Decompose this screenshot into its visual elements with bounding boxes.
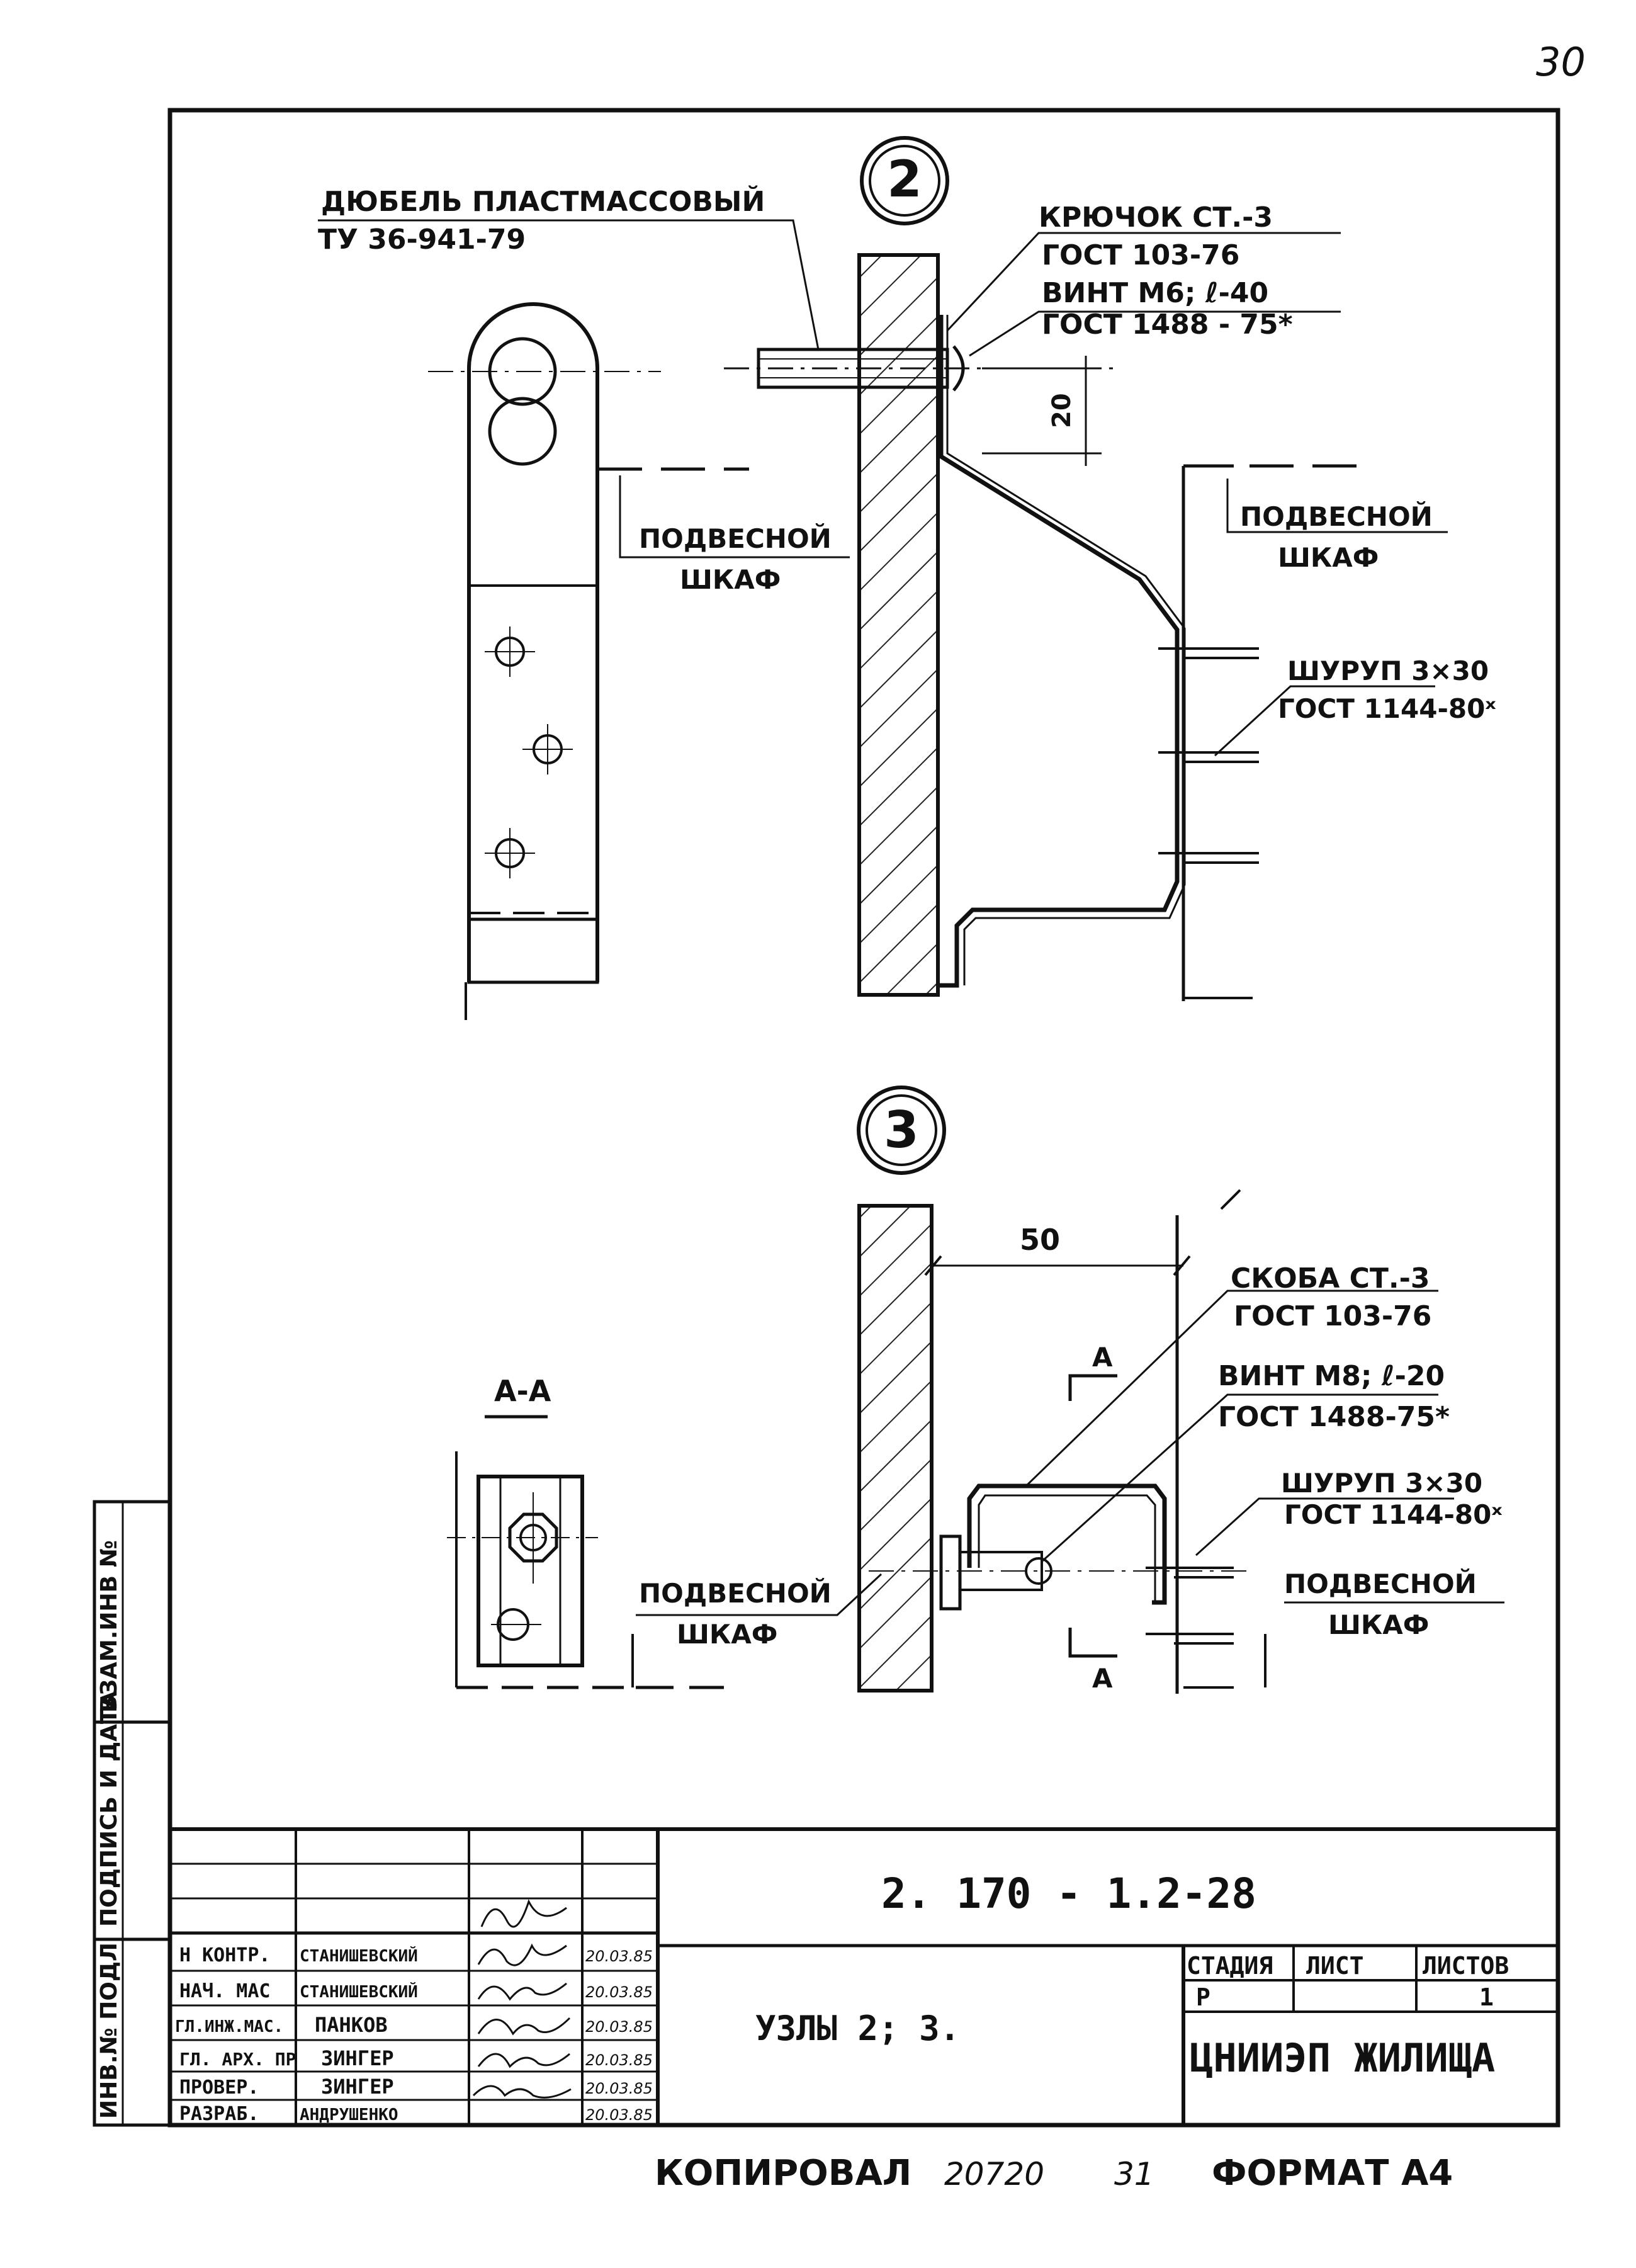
node-3-bracket-std: ГОСТ 103-76 <box>1234 1300 1431 1332</box>
node-2-wood-screw-name: ШУРУП 3×30 <box>1287 655 1489 686</box>
tb-role-6: РАЗРАБ. <box>179 2103 259 2125</box>
tb-date-2: 20.03.85 <box>585 1983 653 2001</box>
node-3-dim-50: 50 <box>1020 1223 1060 1257</box>
node-3-cabinet-left-1: ПОДВЕСНОЙ <box>639 1577 832 1609</box>
node-3-cut-mark-top: А <box>1092 1342 1113 1373</box>
node-2-wall <box>857 253 940 997</box>
footer-format: ФОРМАТ А4 <box>1212 2153 1453 2194</box>
tb-stage-value: Р <box>1196 1983 1210 2011</box>
tb-stage-header: СТАДИЯ <box>1187 1952 1273 1980</box>
sheet-footer: КОПИРОВАЛ 20720 31 ФОРМАТ А4 <box>655 2153 1453 2194</box>
node-3-wood-screw-name: ШУРУП 3×30 <box>1281 1468 1482 1499</box>
node-3-cabinet-left-2: ШКАФ <box>677 1619 777 1650</box>
node-2-screw-name: ВИНТ М6; ℓ-40 <box>1042 277 1268 309</box>
node-3-bracket-name: СКОБА СТ.-3 <box>1231 1262 1430 1295</box>
node-2-screw-std: ГОСТ 1488 - 75* <box>1042 309 1293 341</box>
tb-sheets-header: ЛИСТОВ <box>1423 1952 1509 1980</box>
node-2-dowel-std: ТУ 36-941-79 <box>318 224 526 256</box>
tb-organization: ЦНИИЭП ЖИЛИЩА <box>1190 2035 1495 2081</box>
side-inv-podl: ИНВ.№ ПОДЛ <box>96 1942 122 2119</box>
tb-sheet-header: ЛИСТ <box>1306 1952 1364 1980</box>
node-2-cabinet-right <box>1182 464 1234 1001</box>
node-3-bracket <box>967 1483 1167 1605</box>
node-2-wood-screw-std: ГОСТ 1144-80ˣ <box>1278 693 1496 724</box>
tb-role-1: Н КОНТР. <box>179 1944 271 1966</box>
node-2-cabinet-left-1: ПОДВЕСНОЙ <box>639 523 832 554</box>
tb-role-4: ГЛ. АРХ. ПР <box>179 2049 296 2070</box>
node-2-cabinet-left-2: ШКАФ <box>680 564 781 595</box>
tb-role-3: ГЛ.ИНЖ.МАС. <box>175 2017 283 2036</box>
tb-date-1: 20.03.85 <box>585 1948 653 1965</box>
node-3: 3 50 А А <box>447 1086 1504 1694</box>
node-3-wall <box>857 1204 934 1692</box>
side-sign-date: ПОДПИСЬ И ДАТА <box>96 1691 122 1927</box>
footer-copied-label: КОПИРОВАЛ <box>655 2153 911 2194</box>
tb-title: УЗЛЫ 2; 3. <box>755 2009 960 2048</box>
node-2-number: 2 <box>887 150 922 208</box>
node-2-cabinet-right-2: ШКАФ <box>1278 542 1379 573</box>
tb-name-2: СТАНИШЕВСКИЙ <box>300 1982 418 2002</box>
tb-name-3: ПАНКОВ <box>315 2013 388 2037</box>
tb-date-5: 20.03.85 <box>585 2080 653 2097</box>
tb-code: 2. 170 - 1.2-28 <box>881 1869 1256 1918</box>
node-3-cabinet-right-1: ПОДВЕСНОЙ <box>1284 1568 1477 1599</box>
node-3-section-title: А-А <box>494 1374 551 1408</box>
node-2-strap-view <box>428 302 749 1020</box>
tb-name-4: ЗИНГЕР <box>321 2046 394 2070</box>
node-3-screw-name: ВИНТ М8; ℓ-20 <box>1218 1360 1445 1392</box>
node-2: 2 20 <box>318 136 1496 1020</box>
node-3-section-aa <box>447 1415 636 1689</box>
tb-date-6: 20.03.85 <box>585 2106 653 2124</box>
node-2-dim-20: 20 <box>1047 393 1076 428</box>
node-3-wood-screw-std: ГОСТ 1144-80ˣ <box>1284 1499 1503 1530</box>
node-2-hook-std: ГОСТ 103-76 <box>1042 239 1239 271</box>
node-3-marker <box>857 1086 946 1175</box>
footer-copy-sheet: 31 <box>1114 2156 1154 2192</box>
node-2-hook <box>939 315 1180 988</box>
tb-date-4: 20.03.85 <box>585 2051 653 2069</box>
tb-name-6: АНДРУШЕНКО <box>300 2106 398 2124</box>
tb-name-1: СТАНИШЕВСКИЙ <box>300 1946 418 1966</box>
node-3-wood-screws <box>1146 1567 1234 1645</box>
tb-role-2: НАЧ. МАС <box>179 1980 271 2002</box>
title-block: Н КОНТР. НАЧ. МАС ГЛ.ИНЖ.МАС. ГЛ. АРХ. П… <box>170 1827 1558 2125</box>
tb-name-5: ЗИНГЕР <box>321 2075 394 2099</box>
tb-sheets-value: 1 <box>1479 1983 1494 2011</box>
node-2-wood-screws <box>1158 647 1259 864</box>
page-number: 30 <box>1536 39 1586 85</box>
node-2-marker <box>860 136 949 225</box>
node-2-hook-name: КРЮЧОК СТ.-3 <box>1039 201 1273 234</box>
tb-role-5: ПРОВЕР. <box>179 2077 259 2099</box>
node-3-cabinet-right-2: ШКАФ <box>1328 1609 1429 1640</box>
signatures <box>472 1899 572 2099</box>
node-2-dowel-name: ДЮБЕЛЬ ПЛАСТМАССОВЫЙ <box>321 184 765 218</box>
side-vzam-inv: ВЗАМ.ИНВ № <box>96 1540 122 1713</box>
node-3-cut-mark-bottom: А <box>1092 1663 1113 1694</box>
node-3-screw-std: ГОСТ 1488-75* <box>1218 1401 1450 1433</box>
node-3-number: 3 <box>884 1101 919 1159</box>
node-2-cabinet-right-1: ПОДВЕСНОЙ <box>1240 501 1433 532</box>
sheet-frame <box>167 108 1560 2128</box>
footer-copy-no: 20720 <box>944 2156 1044 2192</box>
side-stamp: ИНВ.№ ПОДЛ ПОДПИСЬ И ДАТА ВЗАМ.ИНВ № <box>93 1500 172 2127</box>
tb-date-3: 20.03.85 <box>585 2018 653 2036</box>
